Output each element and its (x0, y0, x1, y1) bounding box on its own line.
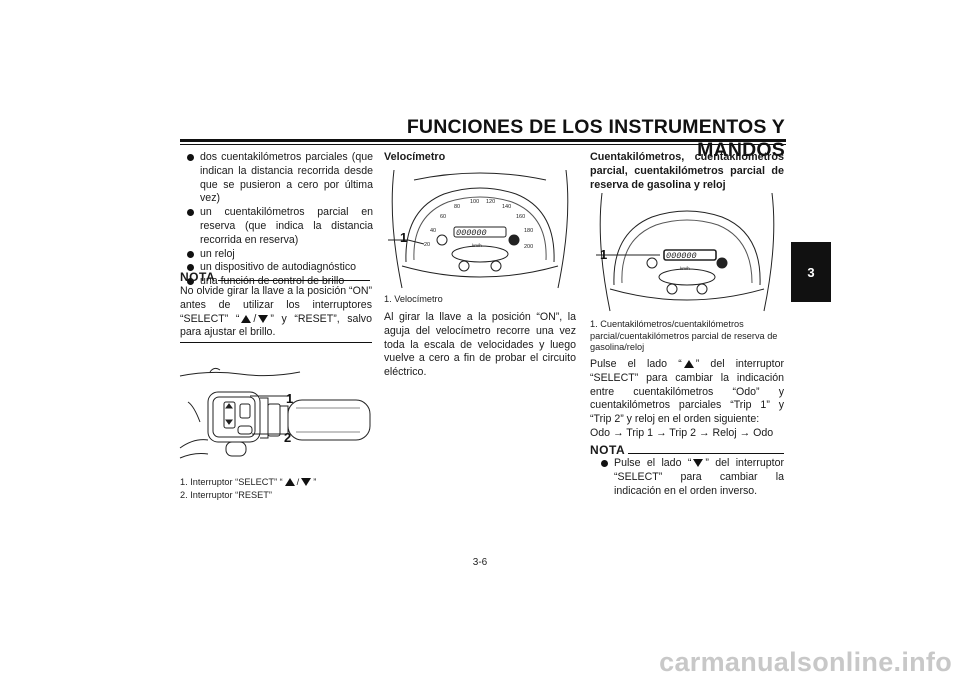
speedometer-figure: 000000 km/h 40 60 80 100 120 140 160 180… (388, 169, 569, 289)
list-item: Pulse el lado “” del interruptor “SELECT… (601, 457, 784, 498)
chapter-tab: 3 (791, 242, 831, 302)
feature-list: dos cuentakilómetros parciales (que indi… (187, 151, 373, 289)
nota-heading: NOTA (590, 443, 626, 457)
page-number: 3-6 (472, 557, 488, 568)
tick-label: 40 (430, 228, 436, 234)
odometer-readout: 000000 (456, 228, 487, 238)
nota-text: Pulse el lado “” del interruptor “SELECT… (601, 457, 784, 498)
nota-rule (218, 280, 370, 281)
figure-caption: 1. Cuentakilómetros/cuentakilómetros par… (590, 319, 778, 352)
tick-label: 160 (516, 214, 525, 220)
down-arrow-icon (693, 459, 704, 467)
handlebar-switch-figure: 1 2 (179, 367, 371, 459)
header-rule (180, 139, 786, 142)
section-heading: Velocímetro (384, 151, 446, 163)
list-item: una función de control de brillo (187, 275, 373, 289)
figure-caption: 2. Interruptor “RESET” (180, 490, 272, 500)
nota-text: No olvide girar la llave a la posición “… (180, 285, 372, 339)
tick-label: 60 (440, 214, 446, 220)
list-item: dos cuentakilómetros parciales (que indi… (187, 151, 373, 206)
list-item: un cuentakilómetros parcial en reserva (… (187, 206, 373, 247)
sequence-text: Odo → Trip 1 → Trip 2 → Reloj → Odo (590, 427, 774, 439)
section-heading: Cuentakilómetros, cuentakilómetros parci… (590, 151, 784, 191)
tick-label: 120 (486, 199, 495, 205)
tick-label: 20 (424, 242, 430, 248)
figure-label: 1 (600, 247, 607, 262)
unit-label: km/h (472, 243, 482, 248)
figure-caption: 1. Velocímetro (384, 294, 443, 304)
figure-caption: 1. Interruptor “SELECT” “/” (180, 477, 317, 487)
tick-label: 140 (502, 204, 511, 210)
body-text: Al girar la llave a la posición “ON”, la… (384, 311, 576, 379)
figure-label: 2 (284, 430, 291, 445)
watermark: carmanualsonline.info (659, 647, 952, 677)
figure-label: 1 (286, 391, 293, 406)
up-arrow-icon (284, 478, 295, 486)
figure-label: 1 (400, 230, 407, 245)
up-arrow-icon (683, 360, 694, 368)
list-item: un reloj (187, 248, 373, 262)
odometer-figure: 000000 km/h 1 (596, 192, 775, 312)
body-text: Pulse el lado “” del interruptor “SELECT… (590, 358, 784, 426)
odometer-readout: 000000 (666, 251, 697, 261)
tick-label: 80 (454, 204, 460, 210)
nota-rule (628, 453, 784, 454)
tick-label: 200 (524, 244, 533, 250)
down-arrow-icon (301, 478, 312, 486)
nota-heading: NOTA (180, 270, 216, 284)
tick-label: 100 (470, 199, 479, 205)
down-arrow-icon (258, 314, 269, 323)
header-rule-thin (180, 144, 786, 145)
up-arrow-icon (241, 314, 252, 323)
unit-label: km/h (680, 266, 690, 271)
nota-end-rule (180, 342, 372, 343)
tick-label: 180 (524, 228, 533, 234)
list-item: un dispositivo de autodiagnóstico (187, 261, 373, 275)
